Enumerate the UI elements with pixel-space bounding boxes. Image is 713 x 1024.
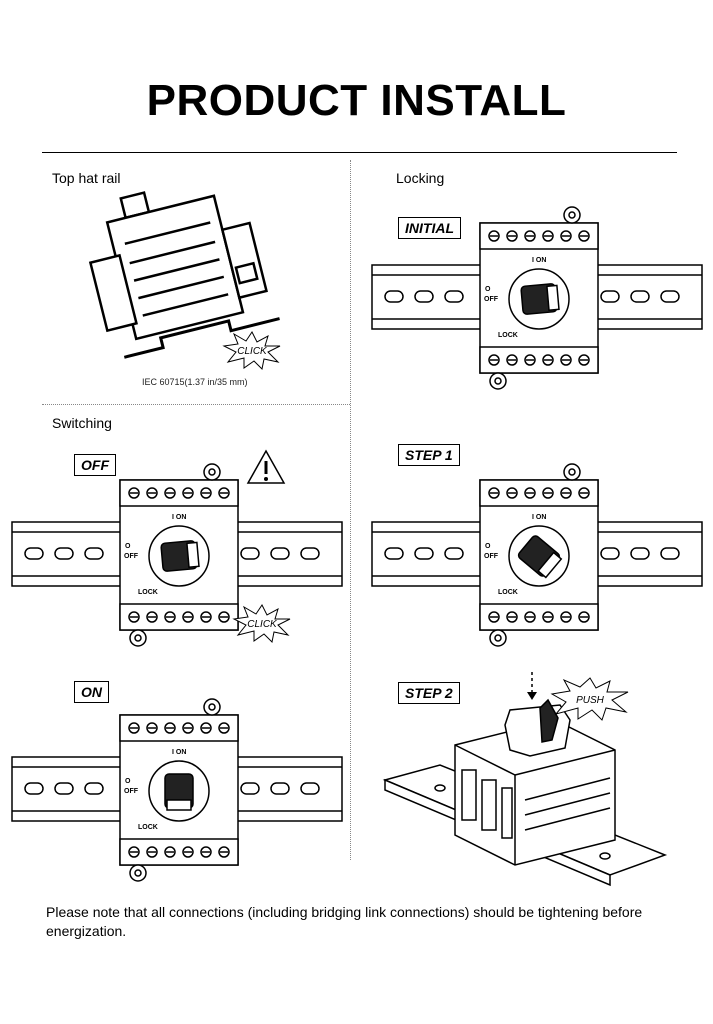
click-burst-text: CLICK bbox=[237, 346, 268, 357]
rail-slot bbox=[24, 547, 44, 560]
page-title: PRODUCT INSTALL bbox=[146, 76, 567, 125]
step2-diagram bbox=[382, 672, 668, 887]
switch-off-symbol: O bbox=[125, 543, 131, 550]
rail-slot bbox=[384, 547, 404, 560]
energization-note: Please note that all connections (includ… bbox=[46, 904, 643, 939]
panel-label-off: OFF bbox=[74, 454, 116, 476]
rail-slot bbox=[54, 782, 74, 795]
knob-handle bbox=[517, 535, 563, 579]
switch-off-label: OFF bbox=[124, 788, 139, 795]
rail-slot bbox=[444, 547, 464, 560]
section-label-top-hat-rail: Top hat rail bbox=[52, 170, 121, 186]
switch-off-symbol: O bbox=[125, 778, 131, 785]
title-divider bbox=[42, 152, 677, 153]
rail-slot bbox=[630, 290, 650, 303]
rail-slot bbox=[660, 290, 680, 303]
switch-on-label: I ON bbox=[532, 257, 546, 264]
switch-unit-step1: I ON O OFF LOCK bbox=[371, 463, 703, 647]
rail-slot bbox=[84, 782, 104, 795]
switch-lock-label: LOCK bbox=[138, 824, 158, 831]
click-burst-rail: CLICK bbox=[222, 331, 281, 371]
panel-label-step2: STEP 2 bbox=[398, 682, 460, 704]
switch-lock-label: LOCK bbox=[138, 589, 158, 596]
switch-on-label: I ON bbox=[532, 514, 546, 521]
rail-slot bbox=[414, 547, 434, 560]
knob-handle bbox=[160, 540, 200, 572]
rail-slot bbox=[54, 547, 74, 560]
panel-label-on: ON bbox=[74, 681, 109, 703]
rail-slot bbox=[660, 547, 680, 560]
rail-slot bbox=[240, 547, 260, 560]
switch-unit-on: I ON O OFF LOCK bbox=[11, 698, 343, 882]
switch-unit-off: I ON O OFF LOCK bbox=[11, 463, 343, 647]
switch-lock-label: LOCK bbox=[498, 589, 518, 596]
push-burst: PUSH bbox=[550, 677, 629, 721]
switch-lock-label: LOCK bbox=[498, 332, 518, 339]
rail-slot bbox=[300, 547, 320, 560]
switch-off-label: OFF bbox=[484, 553, 499, 560]
horizontal-divider bbox=[42, 404, 350, 405]
knob-handle bbox=[164, 773, 194, 811]
warning-icon bbox=[246, 449, 286, 484]
rail-slot bbox=[240, 782, 260, 795]
section-label-switching: Switching bbox=[52, 415, 112, 431]
push-burst-text: PUSH bbox=[576, 695, 605, 706]
switch-on-label: I ON bbox=[172, 749, 186, 756]
rail-slot bbox=[600, 290, 620, 303]
panel-label-step1: STEP 1 bbox=[398, 444, 460, 466]
section-label-locking: Locking bbox=[396, 170, 445, 186]
switch-off-symbol: O bbox=[485, 286, 491, 293]
rail-slot bbox=[630, 547, 650, 560]
rail-slot bbox=[24, 782, 44, 795]
click-burst-off: CLICK bbox=[232, 604, 291, 644]
rail-spec-caption: IEC 60715(1.37 in/35 mm) bbox=[142, 377, 248, 387]
switch-on-label: I ON bbox=[172, 514, 186, 521]
knob-handle bbox=[520, 283, 560, 315]
switch-off-label: OFF bbox=[484, 296, 499, 303]
switch-off-symbol: O bbox=[485, 543, 491, 550]
rail-slot bbox=[384, 290, 404, 303]
rail-slot bbox=[300, 782, 320, 795]
rail-slot bbox=[270, 547, 290, 560]
top-hat-rail-diagram bbox=[88, 191, 280, 359]
rail-slot bbox=[270, 782, 290, 795]
vertical-divider bbox=[350, 160, 351, 860]
switch-off-label: OFF bbox=[124, 553, 139, 560]
panel-label-initial: INITIAL bbox=[398, 217, 461, 239]
rail-slot bbox=[600, 547, 620, 560]
rail-slot bbox=[84, 547, 104, 560]
click-burst-off-text: CLICK bbox=[247, 619, 278, 630]
rail-slot bbox=[444, 290, 464, 303]
switch-unit-initial: I ON O OFF LOCK bbox=[371, 206, 703, 390]
rail-slot bbox=[414, 290, 434, 303]
